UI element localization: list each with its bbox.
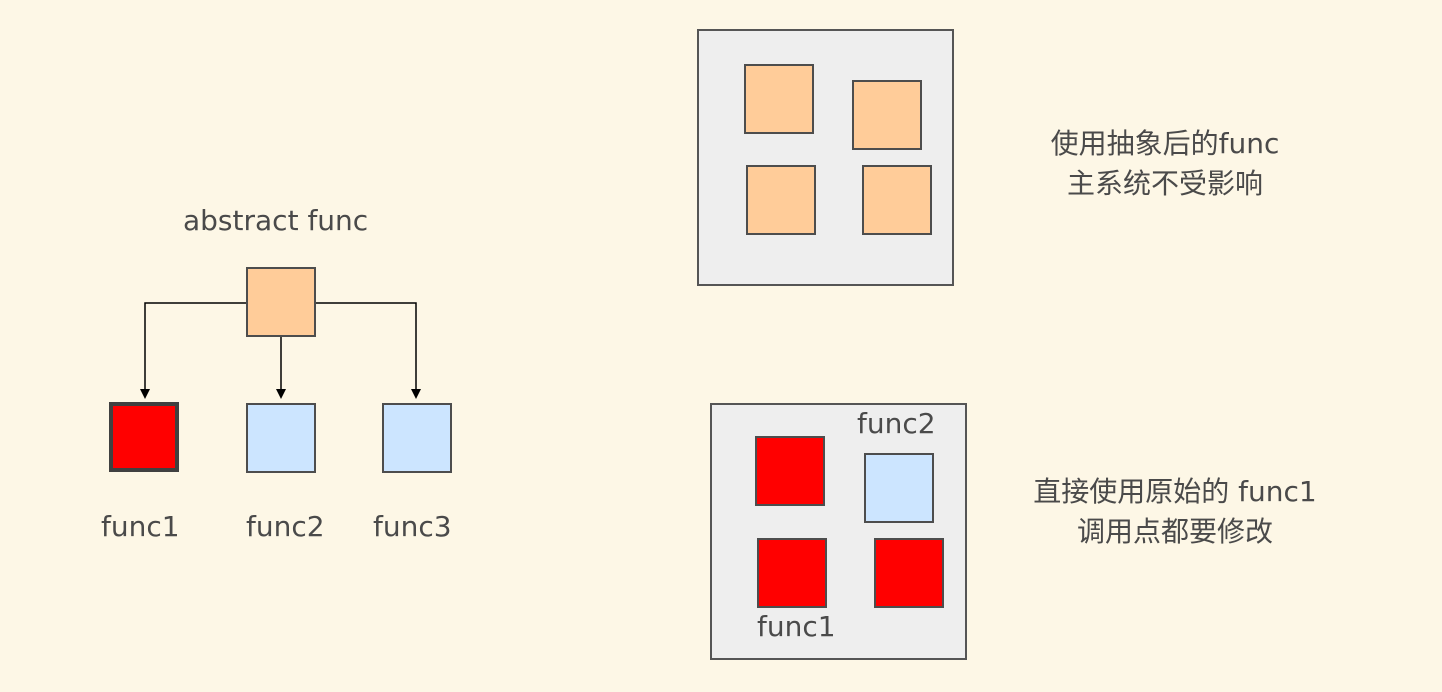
func3-box — [382, 403, 452, 473]
func3-label: func3 — [373, 510, 452, 543]
panel-func2-label: func2 — [857, 407, 936, 440]
func1-label: func1 — [101, 510, 180, 543]
original-caption-line1: 直接使用原始的 func1 — [1033, 475, 1317, 508]
func2-box — [246, 403, 316, 473]
abstract-func-box — [246, 267, 316, 337]
original-caption-line2: 调用点都要修改 — [1076, 515, 1273, 548]
abstract-caption: 使用抽象后的func 主系统不受影响 — [1020, 124, 1310, 204]
abstract-module-box — [862, 165, 932, 235]
abstract-system-panel — [697, 29, 954, 286]
func2-label: func2 — [246, 510, 325, 543]
arrow-to-func1 — [140, 302, 246, 399]
original-caption: 直接使用原始的 func1 调用点都要修改 — [1000, 472, 1350, 552]
original-module-box — [757, 538, 827, 608]
abstract-func-label: abstract func — [183, 204, 369, 237]
original-module-box — [755, 436, 825, 506]
arrow-to-func3 — [316, 302, 421, 399]
original-system-panel: func2 func1 — [710, 403, 967, 660]
abstract-module-box — [852, 80, 922, 150]
other-module-box — [864, 453, 934, 523]
panel-func1-label: func1 — [757, 610, 836, 643]
original-module-box — [874, 538, 944, 608]
abstract-caption-line2: 主系统不受影响 — [1066, 167, 1263, 200]
abstract-module-box — [746, 165, 816, 235]
func1-box — [109, 402, 179, 472]
abstract-caption-line1: 使用抽象后的func — [1050, 127, 1280, 160]
abstract-module-box — [744, 64, 814, 134]
